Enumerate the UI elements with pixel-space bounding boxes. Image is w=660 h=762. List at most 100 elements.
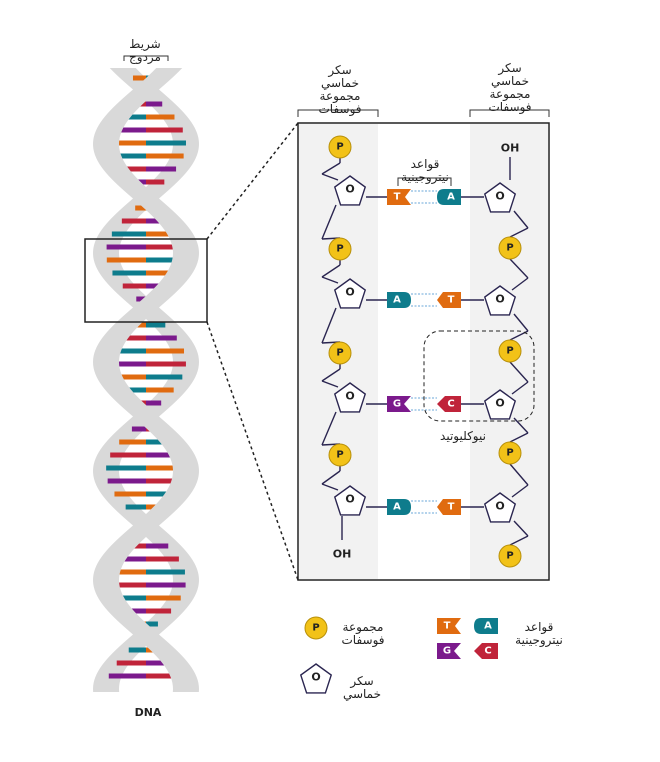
- base-g-tag: [387, 396, 411, 412]
- helix-rung: [146, 465, 186, 471]
- dna-label: DNA: [134, 706, 162, 719]
- base-letter: C: [447, 399, 454, 410]
- double-strand-bracket: [123, 55, 169, 61]
- helix-rung: [146, 582, 186, 588]
- helix-rung: [146, 140, 186, 146]
- helix-rung: [111, 231, 146, 237]
- helix-rung: [146, 101, 163, 107]
- backbone-bond: [321, 483, 339, 491]
- legend-sugar-label: سكر خماسي: [342, 674, 382, 701]
- helix-rung: [106, 257, 146, 263]
- backbone-bond: [321, 368, 341, 382]
- base-t-tag: [437, 618, 461, 634]
- backbone-bond: [321, 411, 337, 446]
- helix-rung: [135, 205, 146, 211]
- helix-rung: [146, 660, 176, 666]
- helix-rung: [107, 478, 146, 484]
- helix-rung: [125, 504, 146, 510]
- base-t-tag: [437, 292, 461, 308]
- helix-rung: [146, 595, 181, 601]
- sugar-oxygen-label: O: [495, 190, 504, 203]
- helix-rung: [128, 647, 146, 653]
- phosphate-letter: P: [506, 346, 513, 357]
- phosphate-letter: P: [506, 243, 513, 254]
- helix-strand-a: [93, 68, 199, 692]
- helix-rung: [146, 257, 186, 263]
- base-letter: T: [448, 295, 455, 306]
- backbone-bond: [509, 258, 529, 279]
- helix-rung: [112, 270, 146, 276]
- helix-rung: [106, 582, 146, 588]
- helix-rung: [108, 153, 146, 159]
- backbone-bond: [321, 276, 339, 284]
- base-a-tag: [437, 189, 461, 205]
- helix-rung: [115, 335, 146, 341]
- helix-rung: [114, 491, 146, 497]
- backbone-bond: [513, 520, 529, 537]
- backbone-bond: [511, 277, 529, 291]
- phosphate-letter: P: [336, 348, 343, 359]
- backbone-bond: [321, 173, 339, 181]
- base-letter: T: [444, 621, 451, 632]
- helix-rung: [146, 244, 186, 250]
- double-helix: [93, 55, 199, 692]
- phosphate-letter: P: [506, 448, 513, 459]
- zoom-line: [206, 122, 299, 240]
- helix-rung: [146, 621, 158, 627]
- left-column-label: سكر خماسي مجموعة فوسفات: [318, 63, 362, 116]
- helix-rung: [110, 452, 146, 458]
- helix-rung: [146, 543, 169, 549]
- sugar-oxygen-label: O: [495, 397, 504, 410]
- helix-rung: [146, 608, 172, 614]
- backbone-bond: [511, 381, 529, 395]
- base-letter: T: [448, 502, 455, 513]
- helix-rung: [122, 283, 146, 289]
- sugar-oxygen-label: O: [345, 390, 354, 403]
- helix-rung: [146, 322, 166, 328]
- helix-rung: [106, 465, 146, 471]
- right-column-bracket: [469, 109, 550, 117]
- left-column-bracket: [297, 109, 379, 117]
- phosphate-letter: P: [336, 244, 343, 255]
- phosphate-letter: P: [336, 142, 343, 153]
- helix-rung: [146, 400, 162, 406]
- helix-rung: [146, 179, 165, 185]
- helix-rung: [116, 660, 146, 666]
- backbone-bond: [321, 470, 341, 485]
- helix-rung: [111, 595, 146, 601]
- bases-label: قواعد نيتروجينية: [401, 157, 449, 184]
- base-letter: T: [394, 192, 401, 203]
- deoxyribose-sugar: [483, 285, 517, 316]
- helix-rung: [106, 361, 146, 367]
- backbone-bond: [509, 535, 529, 546]
- legend-sugar-oxygen: O: [311, 671, 320, 684]
- base-letter: C: [484, 646, 491, 657]
- zoom-rectangle: [84, 238, 208, 323]
- helix-rung: [107, 348, 146, 354]
- backbone-bond: [321, 307, 337, 344]
- helix-rung: [146, 361, 186, 367]
- oh-bottom-label: OH: [333, 548, 352, 561]
- backbone-bond: [509, 361, 529, 383]
- base-c-tag: [474, 643, 498, 659]
- phosphate-group: [328, 443, 352, 467]
- bases-bracket: [397, 177, 452, 186]
- deoxyribose-sugar: [333, 485, 367, 516]
- helix-rung: [146, 348, 185, 354]
- phosphate-letter: P: [336, 450, 343, 461]
- helix-rung: [115, 166, 146, 172]
- backbone-bond: [321, 264, 341, 278]
- base-letter: A: [484, 621, 492, 632]
- base-t-tag: [387, 189, 411, 205]
- helix-rung: [146, 270, 180, 276]
- base-c-tag: [437, 396, 461, 412]
- base-letter: A: [393, 502, 401, 513]
- helix-rung: [108, 673, 146, 679]
- helix-rung: [106, 140, 146, 146]
- backbone-bond: [513, 417, 529, 434]
- helix-rung: [146, 491, 178, 497]
- deoxyribose-sugar: [483, 492, 517, 523]
